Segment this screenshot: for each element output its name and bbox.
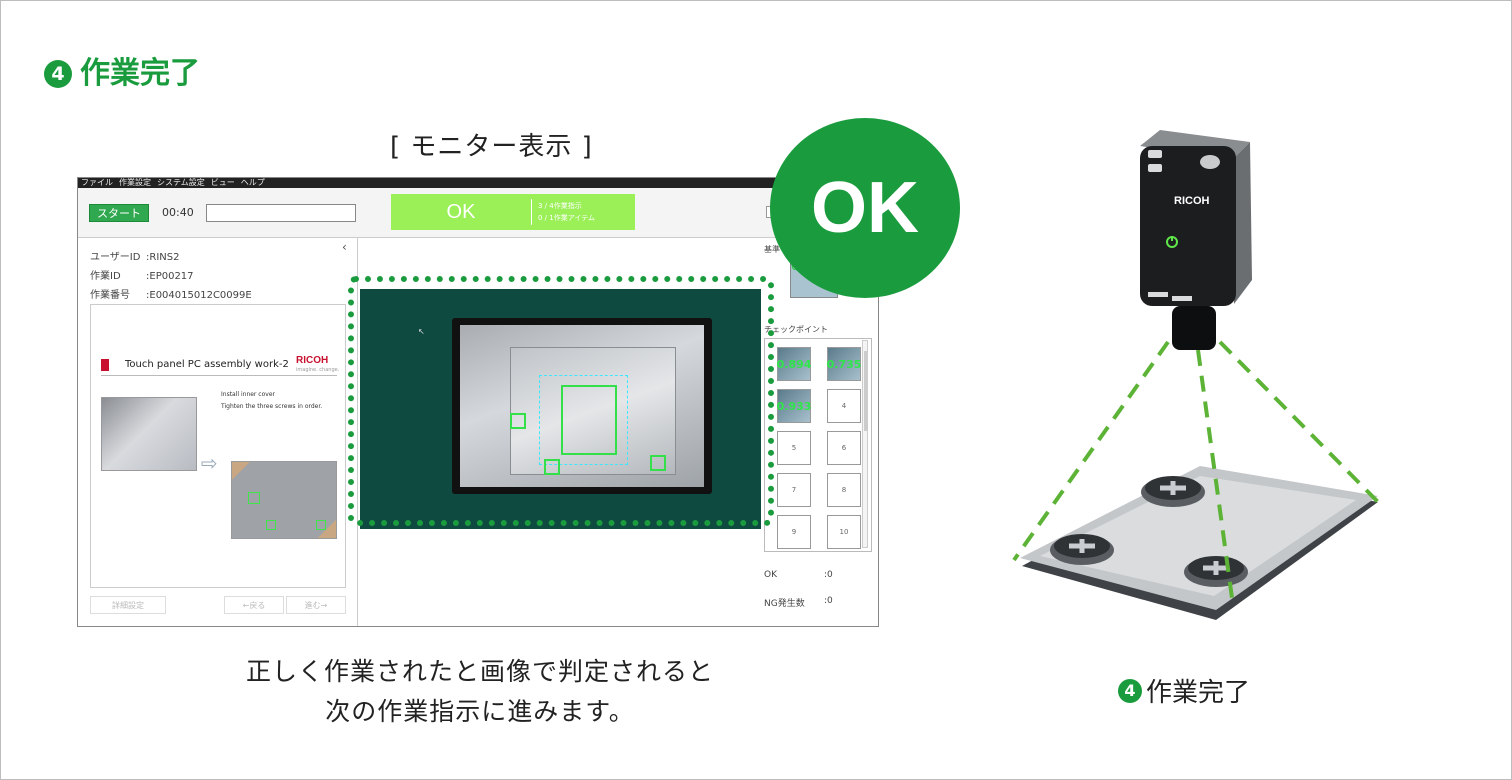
checkpoint-cell-1[interactable]: 0.894 xyxy=(777,347,811,381)
camera-body xyxy=(1140,130,1252,350)
checkpoint-cell-2[interactable]: 0.735 xyxy=(827,347,861,381)
checkpoint-scrollbar[interactable] xyxy=(862,340,868,548)
roi-screw-1 xyxy=(510,413,526,429)
doc-title: Touch panel PC assembly work-2 xyxy=(125,359,289,370)
work-no-row: 作業番号 :E004015012C0099E xyxy=(90,286,252,301)
start-button[interactable]: スタート xyxy=(89,204,149,222)
doc-roi-2 xyxy=(266,520,276,530)
checkpoint-grid: 0.894 0.735 0.933 4 5 6 7 8 9 10 xyxy=(764,338,872,552)
camera-view-highlight xyxy=(348,276,774,526)
camera-field-of-view xyxy=(1012,340,1382,599)
checkpoint-cell-6[interactable]: 6 xyxy=(827,431,861,465)
camera-view: ↖ xyxy=(360,289,761,529)
camera-illustration: RICOH xyxy=(1012,130,1382,620)
timer: 00:40 xyxy=(162,206,194,219)
barcode-input[interactable] xyxy=(206,204,356,222)
menu-file[interactable]: ファイル xyxy=(81,178,113,187)
doc-instruction-2: Tighten the three screws in order. xyxy=(221,403,323,410)
detail-settings-button[interactable]: 詳細設定 xyxy=(90,596,166,614)
checkpoint-cell-8[interactable]: 8 xyxy=(827,473,861,507)
checkpoint-cell-5[interactable]: 5 xyxy=(777,431,811,465)
work-no-label: 作業番号 xyxy=(90,290,130,301)
power-icon xyxy=(1166,236,1178,248)
doc-instruction-1: Install inner cover xyxy=(221,391,275,398)
app-window: ファイル 作業設定 システム設定 ビュー ヘルプ スタート 00:40 OK 3… xyxy=(77,177,879,627)
menu-work-settings[interactable]: 作業設定 xyxy=(119,178,151,187)
scrollbar-thumb[interactable] xyxy=(864,351,867,431)
ok-count-label: OK xyxy=(764,570,777,580)
doc-red-mark xyxy=(101,359,109,371)
checkpoint-cell-10[interactable]: 10 xyxy=(827,515,861,549)
instruction-document: Touch panel PC assembly work-2 RICOH ima… xyxy=(90,304,346,588)
status-progress: 3 / 4作業指示 0 / 1作業アイテム xyxy=(532,200,595,224)
step-title-text: 作業完了 xyxy=(80,56,200,91)
checkpoint-cell-3[interactable]: 0.933 xyxy=(777,389,811,423)
checkpoint-cell-4[interactable]: 4 xyxy=(827,389,861,423)
ok-count-row: OK :0 xyxy=(764,570,833,580)
doc-divider xyxy=(101,375,337,376)
user-id-label: ユーザーID xyxy=(90,252,141,263)
next-button[interactable]: 進む→ xyxy=(286,596,346,614)
status-text: OK xyxy=(446,200,476,223)
doc-photo-before xyxy=(101,397,197,471)
workpiece-top xyxy=(1040,476,1356,596)
work-id-label: 作業ID xyxy=(90,271,121,282)
doc-photo-after xyxy=(231,461,337,539)
user-id-value: :RINS2 xyxy=(146,252,180,263)
ok-count-value: :0 xyxy=(824,570,833,580)
camera-step-label: 4 作業完了 xyxy=(1118,672,1250,709)
screw-icon xyxy=(1141,476,1205,507)
description-line-2: 次の作業指示に進みます。 xyxy=(325,697,635,726)
menu-help[interactable]: ヘルプ xyxy=(240,178,265,187)
reference-label: 基準 xyxy=(764,245,780,254)
instruction-pane: ‹ ユーザーID :RINS2 作業ID :EP00217 作業番号 :E004015… xyxy=(78,238,358,626)
checkpoint-cell-7[interactable]: 7 xyxy=(777,473,811,507)
camera-step-text: 作業完了 xyxy=(1146,678,1251,708)
camera-step-number-badge: 4 xyxy=(1118,678,1142,703)
checkpoint-cell-9[interactable]: 9 xyxy=(777,515,811,549)
ok-badge: OK xyxy=(770,118,960,298)
checkpoint-pane: 基準 0. 9 チェックポイント 0.894 0.735 0.933 4 5 6… xyxy=(762,238,878,626)
ng-count-value: :0 xyxy=(824,596,833,606)
doc-roi-3 xyxy=(316,520,326,530)
ng-count-label: NG発生数 xyxy=(764,599,805,609)
arrow-icon: ⇨ xyxy=(201,451,218,475)
roi-screw-2 xyxy=(544,459,560,475)
roi-screw-3 xyxy=(650,455,666,471)
ricoh-logo-tagline: imagine. change. xyxy=(296,367,340,373)
back-button[interactable]: ←戻る xyxy=(224,596,284,614)
step-number-badge: 4 xyxy=(44,60,72,88)
checkpoint-label: チェックポイント xyxy=(764,325,828,334)
collapse-icon[interactable]: ‹ xyxy=(342,240,347,254)
work-id-value: :EP00217 xyxy=(146,271,194,282)
menu-bar: ファイル 作業設定 システム設定 ビュー ヘルプ xyxy=(78,178,878,188)
description: 正しく作業されたと画像で判定されると 次の作業指示に進みます。 xyxy=(160,652,800,732)
mouse-cursor-icon: ↖ xyxy=(418,327,425,336)
ricoh-logo: RICOH xyxy=(296,355,329,366)
status-line-2: 0 / 1作業アイテム xyxy=(538,214,596,222)
step-title: 4 作業完了 xyxy=(44,56,200,92)
status-line-1: 3 / 4作業指示 xyxy=(538,202,582,210)
status-separator xyxy=(531,199,532,225)
doc-roi-1 xyxy=(248,492,260,504)
screw-icon xyxy=(1184,556,1248,587)
roi-area-dashed xyxy=(539,375,628,465)
camera-brand: RICOH xyxy=(1174,195,1210,207)
menu-view[interactable]: ビュー xyxy=(210,178,235,187)
ng-count-row: NG発生数 :0 xyxy=(764,596,833,609)
user-id-row: ユーザーID :RINS2 xyxy=(90,248,179,263)
toolbar: スタート 00:40 OK 3 / 4作業指示 0 / 1作業アイテム xyxy=(78,188,878,238)
work-no-value: :E004015012C0099E xyxy=(146,290,252,301)
description-line-1: 正しく作業されたと画像で判定されると xyxy=(245,657,714,686)
roi-area-main xyxy=(561,385,617,455)
screw-icon xyxy=(1050,534,1114,565)
menu-system-settings[interactable]: システム設定 xyxy=(157,178,205,187)
status-banner: OK 3 / 4作業指示 0 / 1作業アイテム xyxy=(391,194,635,230)
work-id-row: 作業ID :EP00217 xyxy=(90,267,194,282)
monitor-caption: [ モニター表示 ] xyxy=(390,132,593,162)
